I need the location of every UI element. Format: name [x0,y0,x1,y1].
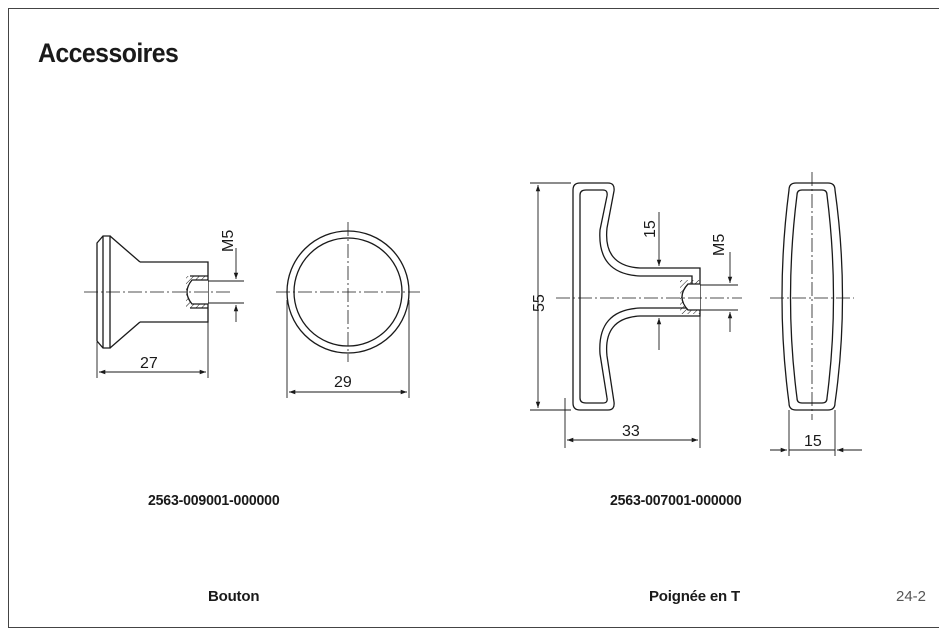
t-handle-height-dimension: 55 [531,294,548,312]
t-handle-width-dimension: 15 [804,433,822,450]
t-handle-length-dimension: 33 [622,423,640,440]
knob-length-dimension: 27 [140,355,158,372]
knob-caption: Bouton [208,588,260,605]
knob-part-number: 2563-009001-000000 [148,492,280,509]
knob-diameter-dimension: 29 [334,374,352,391]
knob-dimension-lines [96,248,244,378]
knob-thread-dimension: M5 [220,230,237,252]
t-handle-side-view [781,182,844,411]
t-handle-dimension-lines [530,182,738,448]
t-handle-thread-dimension: M5 [711,234,728,256]
page-title: Accessoires [38,38,179,68]
t-handle-part-number: 2563-007001-000000 [610,492,742,509]
page-number: 24-2 [896,588,927,605]
t-handle-caption: Poignée en T [649,588,740,605]
t-handle-front-view [572,182,701,411]
t-handle-shank-dimension: 15 [642,220,659,238]
